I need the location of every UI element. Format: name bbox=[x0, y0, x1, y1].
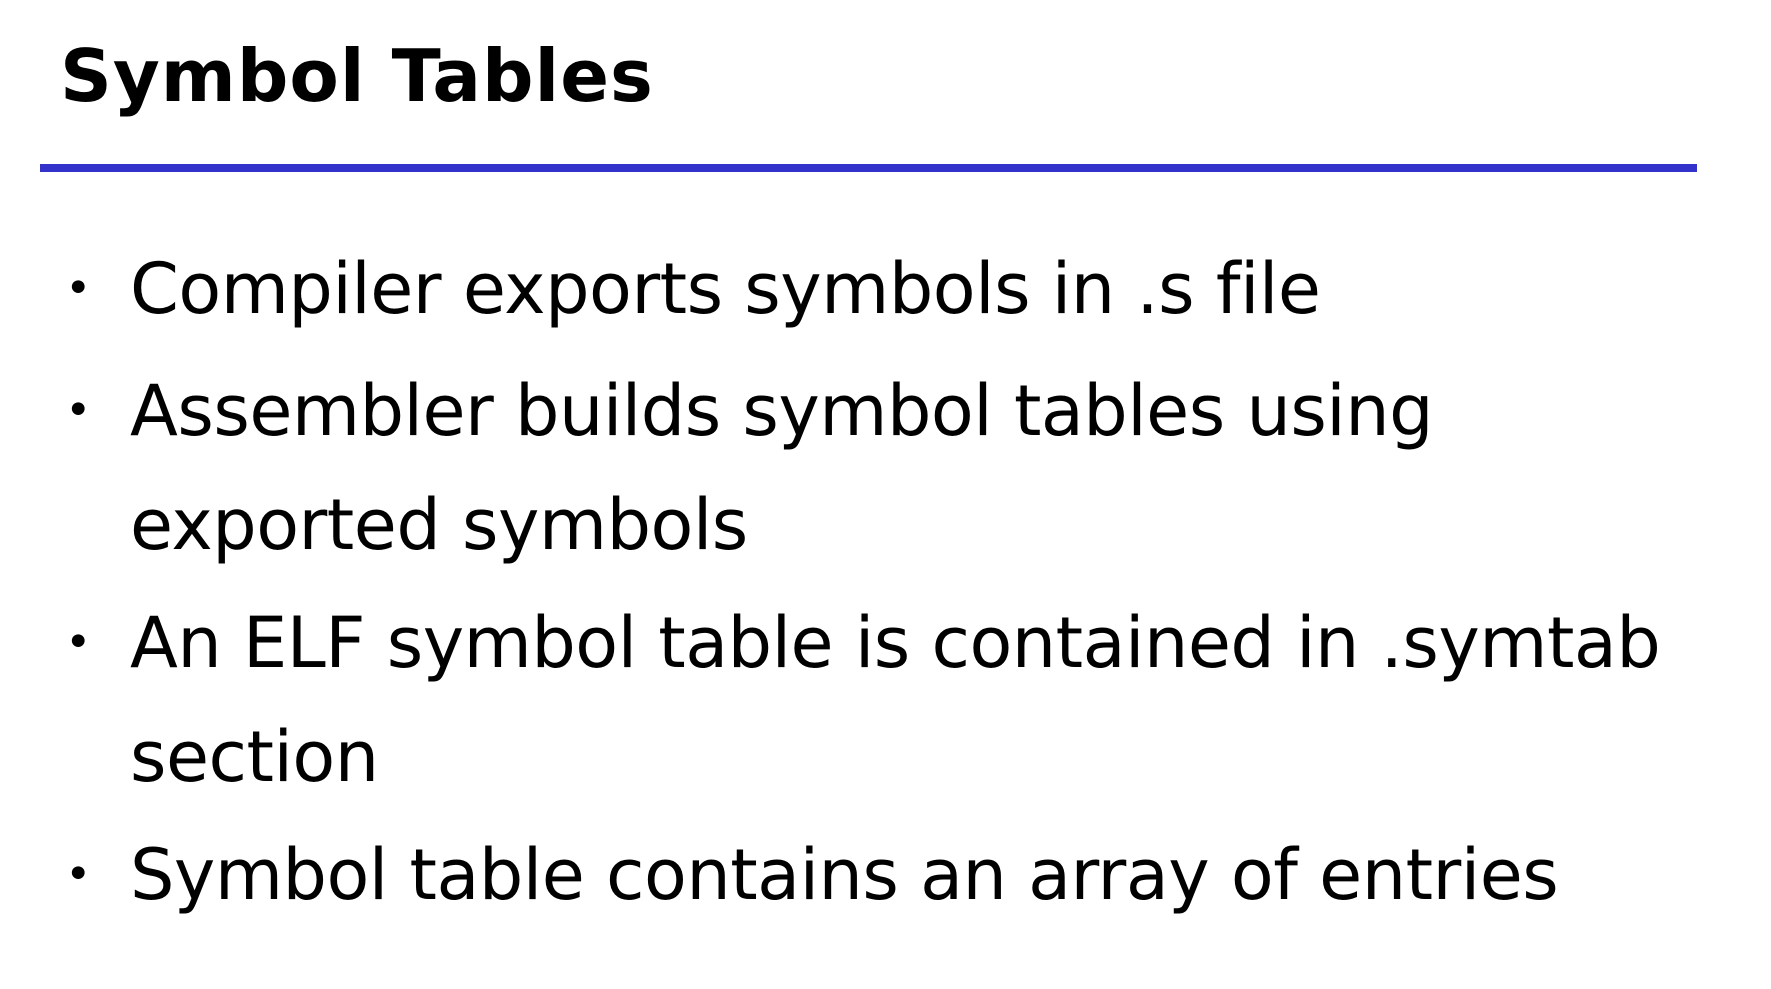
bullet-item: • Symbol table contains an array of entr… bbox=[65, 818, 1760, 932]
bullet-text: Compiler exports symbols in .s file bbox=[130, 248, 1321, 330]
bullet-text: An ELF symbol table is contained in .sym… bbox=[130, 602, 1661, 798]
slide-title: Symbol Tables bbox=[60, 34, 654, 118]
bullet-item: • Compiler exports symbols in .s file bbox=[65, 232, 1760, 346]
bullet-item: • An ELF symbol table is contained in .s… bbox=[65, 586, 1760, 814]
title-divider bbox=[40, 164, 1697, 172]
bullet-dot-icon: • bbox=[65, 263, 91, 314]
bullet-text: Assembler builds symbol tables using exp… bbox=[130, 370, 1434, 566]
bullet-text: Symbol table contains an array of entrie… bbox=[130, 834, 1559, 916]
bullet-dot-icon: • bbox=[65, 849, 91, 900]
bullet-item: • Assembler builds symbol tables using e… bbox=[65, 354, 1760, 582]
bullet-dot-icon: • bbox=[65, 617, 91, 668]
bullet-dot-icon: • bbox=[65, 385, 91, 436]
